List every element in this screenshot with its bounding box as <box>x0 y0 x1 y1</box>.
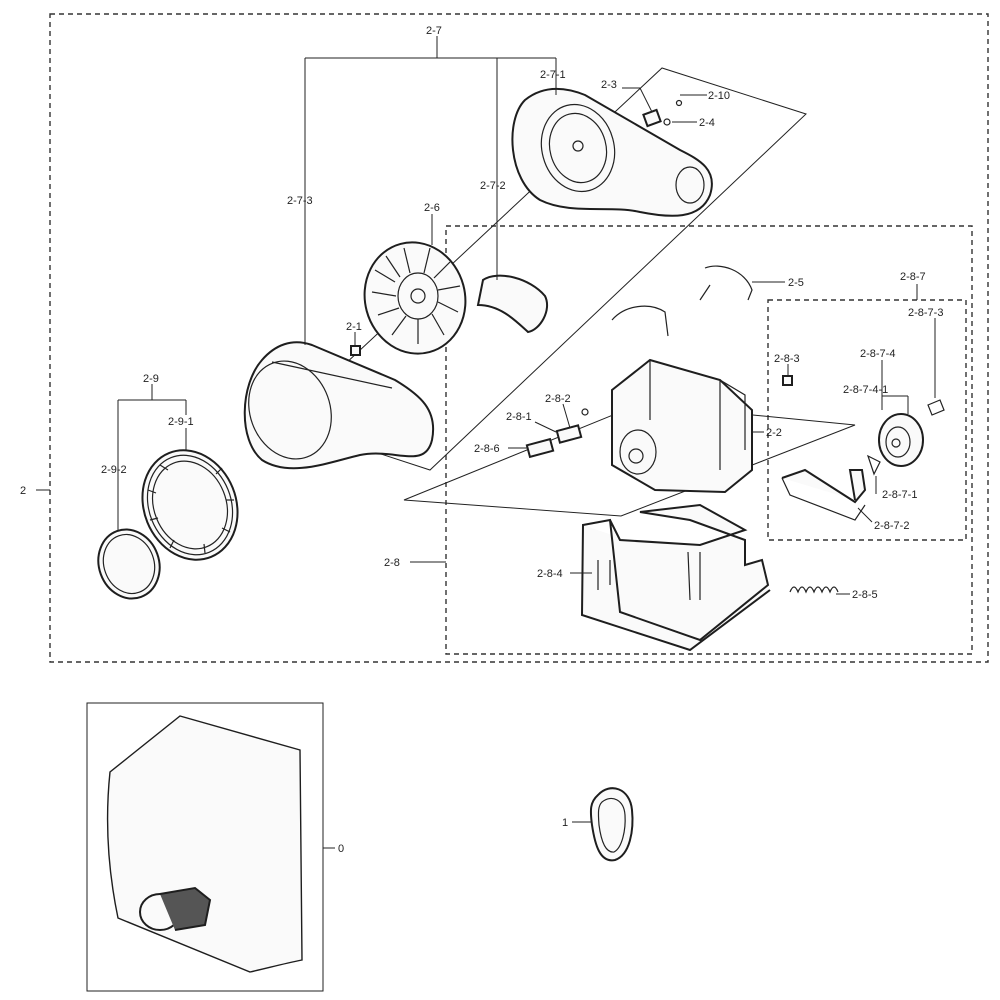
callout-2-8-7-3: 2-8-7-3 <box>908 307 943 319</box>
callout-labels: 0 1 2 2-7 2-7-1 2-3 2-10 2-4 2-7-2 2-7-3… <box>20 25 943 855</box>
callout-2-9-2: 2-9-2 <box>101 464 127 476</box>
callout-2-9: 2-9 <box>143 373 159 385</box>
thermostat-hardware-part <box>642 99 683 128</box>
callout-1: 1 <box>562 817 568 829</box>
seal-part <box>476 274 548 334</box>
callout-2-8-6: 2-8-6 <box>474 443 500 455</box>
drive-belt-part <box>589 787 634 862</box>
callout-2-6: 2-6 <box>424 202 440 214</box>
callout-2-5: 2-5 <box>788 277 804 289</box>
callout-2-9-1: 2-9-1 <box>168 416 194 428</box>
callout-2: 2 <box>20 485 26 497</box>
drive-motor-part <box>611 358 753 494</box>
callout-2-1: 2-1 <box>346 321 362 333</box>
duct-ring-part <box>141 449 239 561</box>
leader-lines <box>36 36 936 849</box>
assembly-2-frame <box>49 13 989 663</box>
tension-spring-part <box>789 586 839 594</box>
callout-2-2: 2-2 <box>766 427 782 439</box>
callout-2-8-7: 2-8-7 <box>900 271 926 283</box>
motor-mount-bracket-part <box>580 503 771 652</box>
callout-0: 0 <box>338 843 344 855</box>
callout-2-7-1: 2-7-1 <box>540 69 566 81</box>
callout-2-8-3: 2-8-3 <box>774 353 800 365</box>
motor-screw-part <box>782 375 793 386</box>
blower-impeller-part <box>363 241 467 355</box>
callout-2-7: 2-7 <box>426 25 442 37</box>
idler-pulley-assembly-part <box>781 399 945 521</box>
callout-2-8-7-4: 2-8-7-4 <box>860 348 895 360</box>
callout-2-7-3: 2-7-3 <box>287 195 313 207</box>
callout-2-3: 2-3 <box>601 79 617 91</box>
screw-part <box>350 345 361 356</box>
callout-2-10: 2-10 <box>708 90 730 102</box>
ring-gasket-part <box>97 528 161 600</box>
switch-bracket-part <box>525 408 589 459</box>
callout-2-8-5: 2-8-5 <box>852 589 878 601</box>
rear-fan-housing-part <box>243 341 435 470</box>
callout-2-8-4: 2-8-4 <box>537 568 563 580</box>
callout-2-8: 2-8 <box>384 557 400 569</box>
callout-2-8-1: 2-8-1 <box>506 411 532 423</box>
assembly-2-8-frame <box>445 225 973 655</box>
callout-2-8-7-1: 2-8-7-1 <box>882 489 917 501</box>
assembly-2-8-7-frame <box>767 299 967 541</box>
callout-2-7-2: 2-7-2 <box>480 180 506 192</box>
callout-2-8-7-4-1: 2-8-7-4-1 <box>843 384 888 396</box>
front-fan-housing-part <box>511 88 713 217</box>
callout-2-8-7-2: 2-8-7-2 <box>874 520 909 532</box>
motor-clips-part <box>611 265 753 337</box>
callout-2-8-2: 2-8-2 <box>545 393 571 405</box>
kit-box-part <box>86 702 324 992</box>
callout-2-4: 2-4 <box>699 117 715 129</box>
